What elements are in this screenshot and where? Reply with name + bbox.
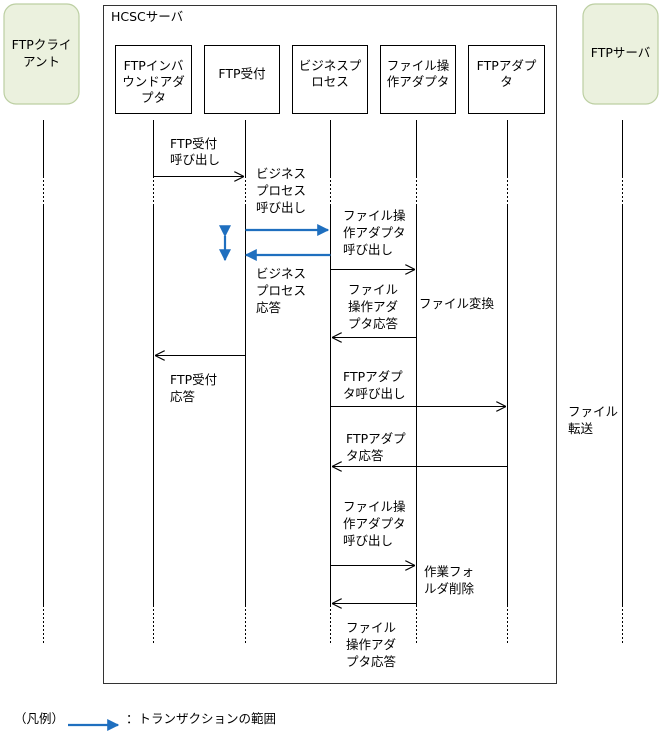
component-business-process: ビジネスプ ロセス xyxy=(292,45,368,114)
msg-business-process-call-l1: ビジネス xyxy=(256,166,306,181)
svg-text:プタ: プタ xyxy=(141,90,166,105)
msg-file-transfer-l1: ファイル xyxy=(568,404,618,419)
msg-file-op-response-2-l2: 操作アダ xyxy=(346,637,396,652)
msg-ftp-reception-call-l1: FTP受付 xyxy=(170,136,217,151)
hcsc-server-frame xyxy=(103,5,557,684)
hcsc-server-title: HCSCサーバ xyxy=(111,9,183,24)
ftp-client-actor: FTPクライ アント xyxy=(3,3,80,105)
msg-business-process-call-l2: プロセス xyxy=(256,183,306,198)
msg-ftp-reception-response-l2: 応答 xyxy=(170,389,196,404)
msg-file-op-call-2-l3: 呼び出し xyxy=(343,533,393,548)
msg-file-op-response-l2: 操作アダ xyxy=(348,299,398,314)
component-ftp-adapter: FTPアダプ タ xyxy=(468,45,545,114)
msg-business-process-response-l3: 応答 xyxy=(256,300,282,315)
svg-text:FTPアダプ: FTPアダプ xyxy=(477,58,537,73)
msg-file-transfer-l2: 転送 xyxy=(568,421,594,436)
msg-file-op-response-2-l1: ファイル xyxy=(346,620,396,635)
legend: （凡例） ：トランザクションの範囲 xyxy=(14,711,276,731)
transaction-range xyxy=(219,224,331,262)
msg-file-op-response-l3: プタ応答 xyxy=(348,316,399,331)
msg-ftp-adapter-response-l1: FTPアダプ xyxy=(346,431,406,446)
svg-text:ロセス: ロセス xyxy=(311,74,349,89)
ftp-server-actor: FTPサーバ xyxy=(582,3,659,105)
msg-business-process-response-l2: プロセス xyxy=(256,283,306,298)
svg-text:タ: タ xyxy=(500,74,513,89)
msg-file-op-call-2-l2: 作アダプタ xyxy=(343,516,406,531)
msg-file-op-call-l1: ファイル操 xyxy=(343,208,406,223)
svg-text:ウンドアダ: ウンドアダ xyxy=(122,74,185,89)
legend-label: （凡例） xyxy=(14,711,64,726)
component-file-operation-adapter: ファイル操 作アダプタ xyxy=(380,45,456,114)
msg-ftp-adapter-call-l2: タ呼び出し xyxy=(343,386,406,401)
svg-text:FTP受付: FTP受付 xyxy=(218,66,265,81)
msg-ftp-reception-response-l1: FTP受付 xyxy=(170,372,217,387)
ftp-client-label-line2: アント xyxy=(23,54,60,69)
lifelines xyxy=(43,120,623,644)
msg-file-op-response-2-l3: プタ応答 xyxy=(346,654,397,669)
msg-file-op-call-2-l1: ファイル操 xyxy=(343,499,406,514)
component-ftp-reception: FTP受付 xyxy=(204,45,280,114)
msg-work-folder-delete-l1: 作業フォ xyxy=(424,564,474,579)
message-labels: FTP受付 呼び出し ビジネス プロセス 呼び出し ファイル操 作アダプタ 呼び… xyxy=(170,136,618,669)
msg-file-op-response-l1: ファイル xyxy=(348,282,398,297)
legend-description: ：トランザクションの範囲 xyxy=(126,711,276,726)
component-ftp-inbound-adapter: FTPインバ ウンドアダ プタ xyxy=(115,45,192,114)
msg-work-folder-delete-l2: ルダ削除 xyxy=(424,581,475,596)
svg-text:ビジネスプ: ビジネスプ xyxy=(299,58,362,73)
svg-text:作アダプタ: 作アダプタ xyxy=(387,74,450,89)
msg-business-process-call-l3: 呼び出し xyxy=(256,200,306,215)
msg-file-op-call-l3: 呼び出し xyxy=(343,242,393,257)
ftp-client-label-line1: FTPクライ xyxy=(12,37,72,52)
msg-business-process-response-l1: ビジネス xyxy=(256,266,306,281)
msg-ftp-adapter-call-l1: FTPアダプ xyxy=(343,369,403,384)
msg-file-op-call-l2: 作アダプタ xyxy=(343,225,406,240)
msg-file-conversion: ファイル変換 xyxy=(419,296,495,311)
msg-ftp-adapter-response-l2: タ応答 xyxy=(346,448,384,463)
message-arrows xyxy=(153,177,508,604)
svg-text:ファイル操: ファイル操 xyxy=(387,58,450,73)
ftp-server-label: FTPサーバ xyxy=(591,45,651,60)
svg-text:FTPインバ: FTPインバ xyxy=(124,58,184,73)
msg-ftp-reception-call-l2: 呼び出し xyxy=(170,152,220,167)
